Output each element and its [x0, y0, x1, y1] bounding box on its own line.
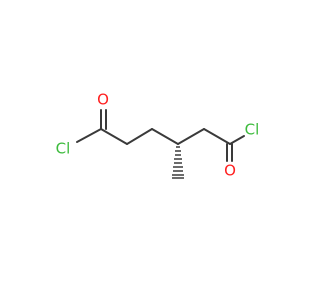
bond-c2-c3	[126, 128, 153, 145]
bond-c3-c4	[151, 128, 179, 145]
hashed-wedge-bond	[172, 146, 184, 179]
atom-label-cl-left: Cl	[56, 140, 71, 158]
bond-c4-c5	[177, 128, 205, 145]
bond-cl-c1	[76, 128, 102, 143]
atom-label-o-left: O	[97, 91, 109, 109]
bond-skeleton	[76, 109, 245, 162]
atom-label-o-right: O	[224, 162, 236, 180]
bond-c5-c6	[203, 128, 231, 145]
bond-c1-c2	[100, 128, 128, 145]
bond-c6-cl	[229, 135, 245, 145]
molecule-canvas: Cl O Cl O	[56, 91, 260, 180]
atom-label-cl-right: Cl	[245, 121, 260, 139]
structure-diagram: Cl O Cl O	[56, 91, 260, 180]
